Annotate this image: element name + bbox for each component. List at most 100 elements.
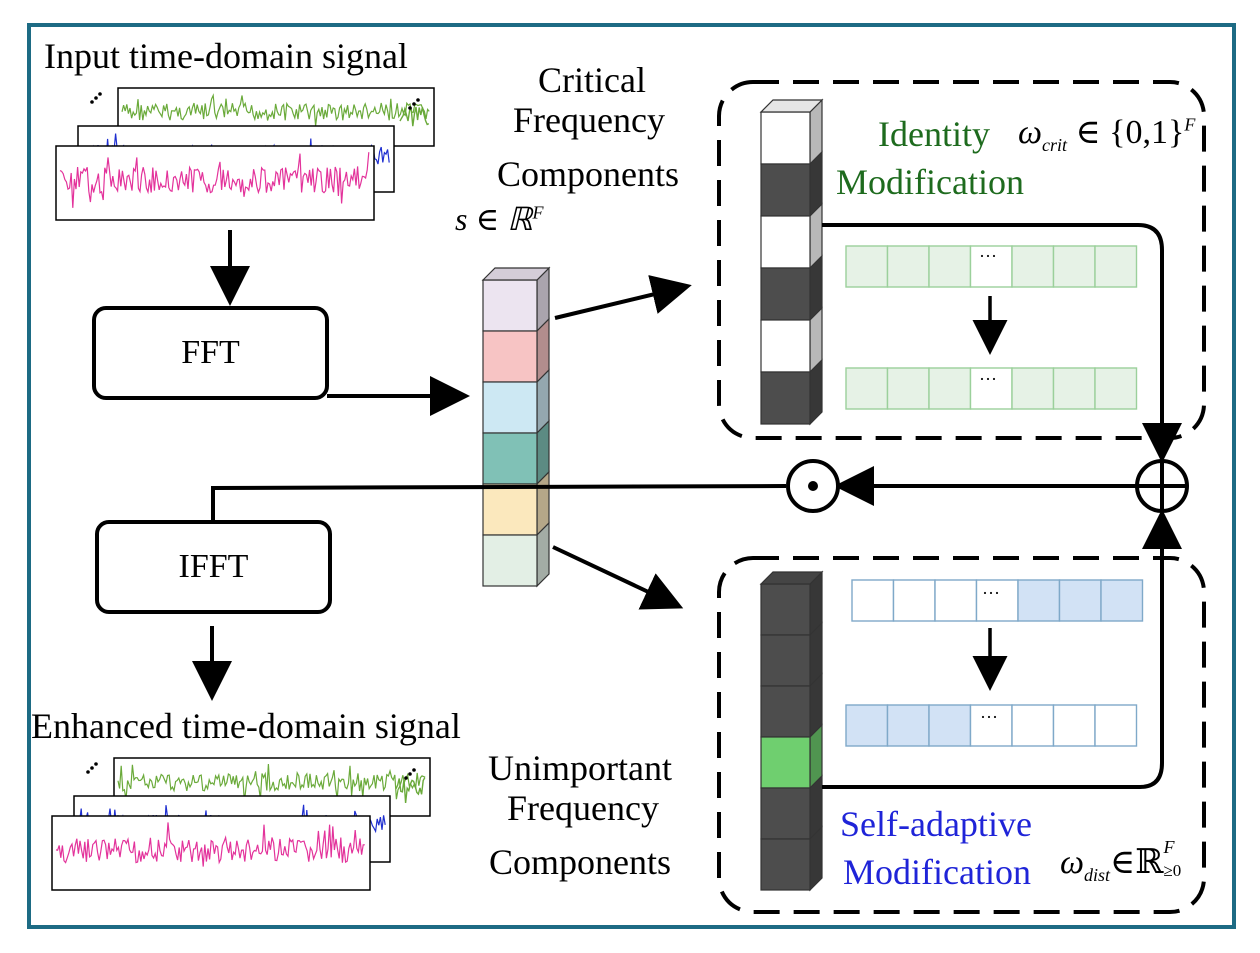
adaptive-label-line1: Self-adaptive (840, 804, 1032, 844)
ellipsis-dot (90, 766, 94, 770)
ellipsis-dot (412, 768, 416, 772)
identity-mask-cell-side (809, 358, 823, 426)
identity-sub: crit (1042, 134, 1068, 155)
ellipsis-dot (86, 770, 90, 774)
input-signal-stack (55, 87, 435, 221)
critical-label-line2: Frequency (513, 100, 665, 140)
ellipsis-dot (416, 98, 420, 102)
unimportant-label-line2: Frequency (507, 788, 659, 828)
identity-mask-cell (760, 215, 811, 269)
spectrum-vector (481, 266, 551, 588)
frequency-cell (1058, 579, 1102, 622)
identity-mask-cell (760, 111, 811, 165)
adaptive-weight-cell (760, 583, 811, 636)
spectrum-symbol: s ∈ ℝF (455, 200, 543, 238)
arrow-identity-to-sum (822, 223, 1182, 463)
ellipsis-dot (408, 106, 412, 110)
frequency-cell (845, 704, 889, 747)
frequency-cell (969, 367, 1013, 410)
identity-mask-cell (760, 371, 811, 425)
fft-label: FFT (181, 334, 240, 371)
arrow-spectrum-to-adaptive (552, 545, 684, 610)
spectrum-symbol-text: s ∈ ℝ (455, 201, 533, 237)
frequency-cell (1052, 245, 1096, 288)
adaptive-weight-column (759, 570, 824, 892)
frequency-cell-rows (845, 245, 1144, 747)
spectrum-cell-side (536, 521, 550, 588)
identity-label-line2: Modification (836, 162, 1024, 202)
frequency-cell (969, 245, 1013, 288)
output-signal-label: Enhanced time-domain signal (31, 706, 461, 746)
signal-window-frame (55, 145, 375, 221)
identity-omega: ω (1018, 114, 1043, 151)
frequency-cell (1094, 367, 1138, 410)
frequency-cell (928, 704, 972, 747)
identity-mask-cell-top (759, 99, 824, 113)
spectrum-cell (482, 432, 538, 485)
adaptive-label-line2: Modification (843, 852, 1031, 892)
identity-formula: ωcrit ∈ {0,1}F (1018, 112, 1195, 156)
spectrum-cell (482, 381, 538, 434)
adaptive-weight-cell-side (809, 825, 823, 892)
frequency-cell (934, 579, 978, 622)
signal-trace (399, 106, 430, 127)
spectrum-cell (482, 330, 538, 383)
output-signal-stack (51, 757, 431, 891)
identity-mask-cell (760, 319, 811, 373)
frequency-cell (1011, 704, 1055, 747)
signal-window (51, 815, 371, 891)
frequency-cell (851, 579, 895, 622)
signal-trace (395, 777, 426, 803)
signal-window-frame (51, 815, 371, 891)
signal-trace (55, 822, 365, 867)
adaptive-weight-cell (760, 787, 811, 840)
multiply-dot (808, 481, 818, 491)
ellipsis-dot (94, 96, 98, 100)
ellipsis-dot (408, 772, 412, 776)
frequency-cell (928, 367, 972, 410)
adaptive-modification-box (717, 556, 1206, 914)
frequency-cell (1052, 704, 1096, 747)
adaptive-weight-cell (760, 634, 811, 687)
ellipsis-dot (404, 776, 408, 780)
frequency-cell (1094, 704, 1138, 747)
adaptive-sub2: ≥0 (1163, 861, 1182, 880)
adaptive-weight-cell (760, 736, 811, 789)
arrow-spectrum-to-identity (554, 275, 692, 320)
ellipsis-adaptive-top: ··· (982, 583, 1000, 603)
ellipsis-dot (412, 102, 416, 106)
line-product-to-ifft (211, 484, 787, 522)
adaptive-sup: F (1163, 837, 1175, 857)
spectrum-cell-top (481, 267, 551, 281)
arrow-adaptive-to-sum (822, 509, 1182, 789)
frequency-cell (1011, 245, 1055, 288)
frequency-cell (1017, 579, 1061, 622)
identity-mask-column (759, 98, 824, 426)
identity-mask-cell (760, 267, 811, 321)
signal-trace (121, 93, 430, 126)
ellipsis-dot (94, 762, 98, 766)
adaptive-rest: ∈ℝ (1110, 844, 1164, 881)
spectrum-symbol-sup: F (532, 202, 544, 223)
frequency-cell (892, 579, 936, 622)
ifft-label: IFFT (178, 548, 249, 585)
identity-rest: ∈ {0,1} (1075, 114, 1185, 151)
spectrum-cell (482, 483, 538, 536)
frequency-cell (886, 245, 930, 288)
signal-window (55, 145, 375, 221)
frequency-cell (845, 245, 889, 288)
ellipsis-dot (90, 100, 94, 104)
frequency-cell (1100, 579, 1144, 622)
outer-frame (27, 23, 1236, 929)
signal-trace (59, 152, 370, 208)
frequency-cell (886, 704, 930, 747)
critical-label-line1: Critical (538, 60, 646, 100)
identity-modification-box (717, 80, 1206, 440)
adaptive-weight-cell-top (759, 571, 824, 585)
spectrum-cell (482, 279, 538, 332)
frequency-cell (1011, 367, 1055, 410)
adaptive-weight-cell (760, 838, 811, 891)
